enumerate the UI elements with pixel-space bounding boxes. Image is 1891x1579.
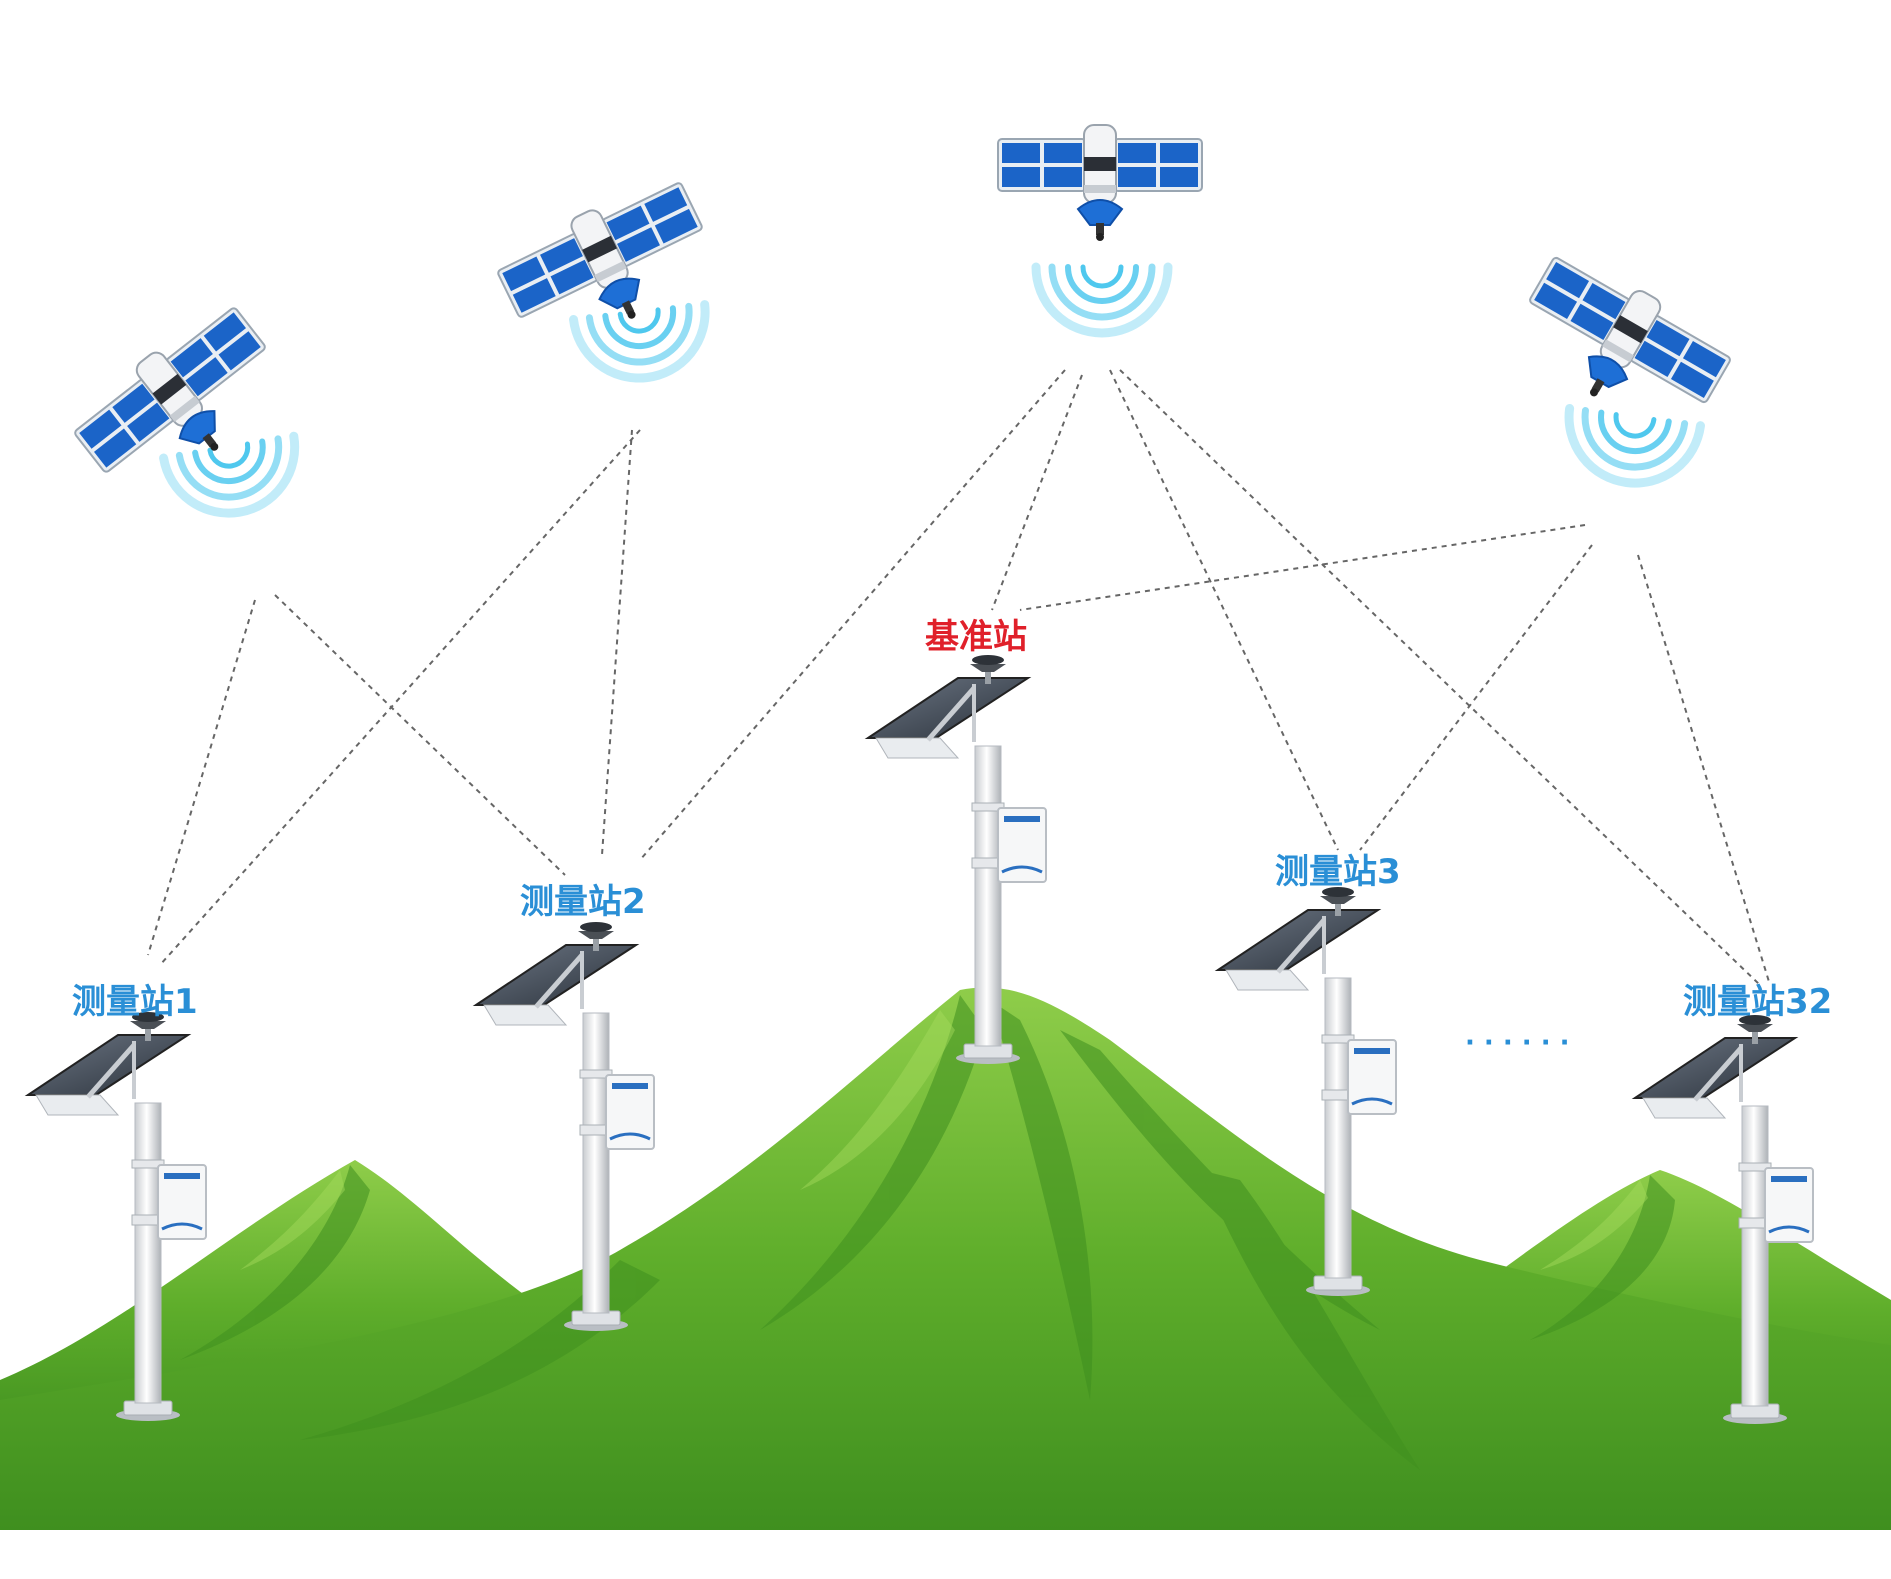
signal-link-line bbox=[1109, 369, 1339, 851]
signal-link-line bbox=[147, 599, 256, 956]
more-stations-ellipsis: · · · · · · bbox=[1465, 1028, 1570, 1058]
signal-link-line bbox=[991, 374, 1083, 611]
station-label-1: 测量站1 bbox=[72, 982, 198, 1022]
base-station-label: 基准站 bbox=[925, 617, 1027, 657]
signal-link-line bbox=[1119, 369, 1761, 986]
station-label-3: 测量站3 bbox=[1275, 852, 1401, 892]
signal-waves-icon bbox=[1561, 408, 1700, 491]
signal-link-line bbox=[1637, 554, 1771, 986]
signal-link-line bbox=[601, 429, 633, 856]
signal-link-line bbox=[1359, 544, 1593, 851]
signal-waves-icon bbox=[164, 436, 305, 523]
signal-link-line bbox=[274, 594, 566, 876]
satellites-layer bbox=[63, 124, 1740, 523]
station-label-32: 测量站32 bbox=[1683, 982, 1833, 1022]
signal-link-line bbox=[1019, 524, 1586, 611]
signal-waves-icon bbox=[574, 305, 713, 386]
signal-waves-icon bbox=[1036, 267, 1168, 333]
satellite-icon bbox=[489, 168, 726, 365]
satellite-icon bbox=[1502, 243, 1740, 448]
signal-links bbox=[147, 369, 1771, 986]
station-label-2: 测量站2 bbox=[520, 882, 646, 922]
satellite-icon bbox=[997, 124, 1203, 242]
mountain-range bbox=[0, 987, 1891, 1530]
signal-link-line bbox=[639, 369, 1066, 861]
